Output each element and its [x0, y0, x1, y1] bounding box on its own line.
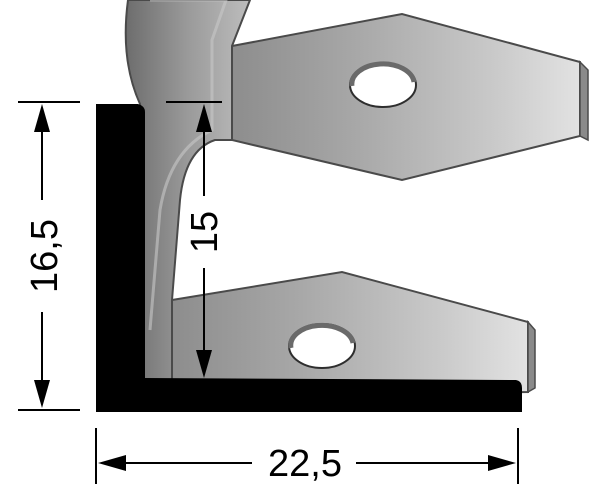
upper-flange	[231, 12, 589, 182]
dimension-width: 22,5	[95, 428, 519, 485]
dimension-height-outer: 16,5	[18, 101, 80, 411]
dimension-label-15: 15	[184, 211, 226, 253]
profile-cross-section	[96, 104, 522, 412]
lower-flange	[171, 270, 536, 398]
profile-vertical-leg	[124, 0, 252, 393]
dimension-height-inner: 15	[166, 101, 226, 378]
dimension-label-22-5: 22,5	[268, 443, 342, 485]
dimension-label-16-5: 16,5	[24, 219, 66, 293]
